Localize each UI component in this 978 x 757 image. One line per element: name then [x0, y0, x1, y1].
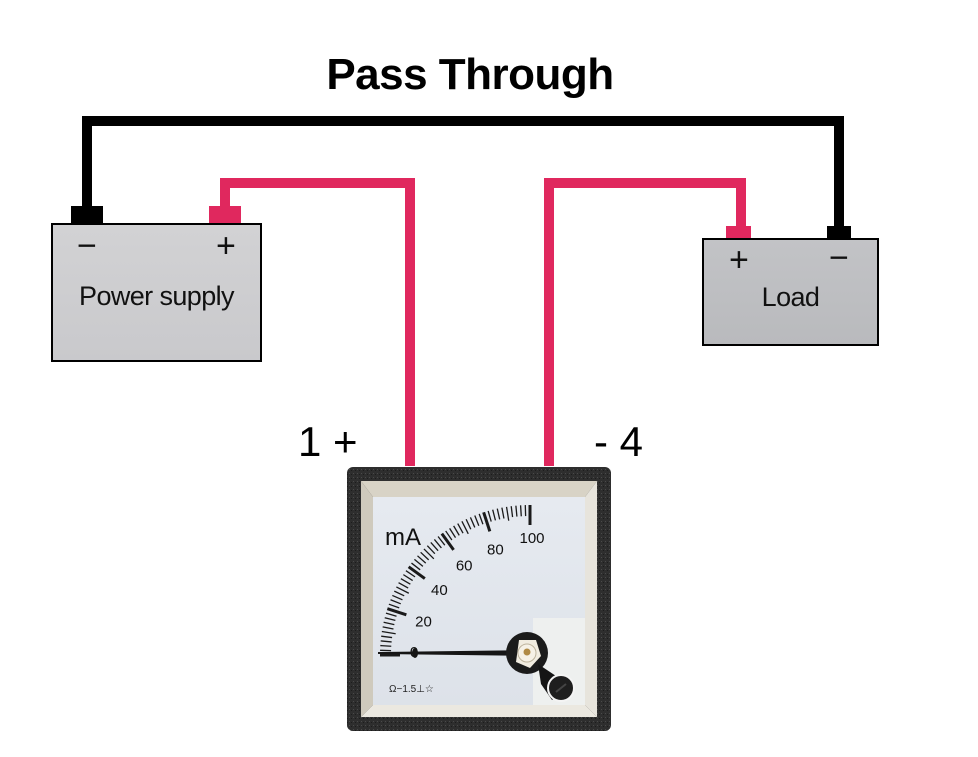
scale-minor-tick [496, 508, 501, 520]
power-supply-negative-terminal [71, 206, 103, 224]
scale-minor-tick [405, 570, 416, 578]
scale-minor-tick [398, 582, 409, 589]
scale-label-100: 100 [519, 530, 544, 547]
scale-minor-tick [393, 590, 405, 597]
scale-minor-tick [449, 528, 457, 538]
scale-minor-tick [505, 506, 510, 521]
load-negative-sign: − [829, 239, 849, 277]
diagram-title: Pass Through [326, 50, 614, 99]
scale-minor-tick [381, 630, 396, 635]
scale-label-60: 60 [456, 557, 473, 574]
scale-minor-tick [392, 594, 403, 601]
meter-frame-right [585, 481, 597, 717]
load-positive-terminal [726, 226, 751, 239]
load-positive-sign: + [729, 241, 749, 279]
scale-minor-tick [385, 612, 397, 617]
scale-minor-tick [388, 603, 400, 609]
scale-label-40: 40 [431, 582, 448, 599]
scale-minor-tick [478, 513, 484, 525]
scale-minor-tick [380, 640, 392, 643]
scale-minor-tick [457, 523, 464, 534]
scale-minor-tick [445, 530, 453, 541]
scale-major-tick [386, 607, 407, 617]
scale-minor-tick [492, 509, 497, 521]
scale-minor-tick [469, 517, 476, 528]
scale-major-tick [440, 532, 455, 551]
power-supply-positive-sign: + [216, 227, 236, 265]
scale-minor-tick [474, 515, 480, 527]
load: + − Load [702, 238, 879, 346]
scale-minor-tick [382, 626, 394, 630]
scale-minor-tick [403, 574, 413, 582]
scale-minor-tick [384, 617, 396, 622]
scale-minor-tick [383, 621, 395, 626]
scale-minor-tick [433, 539, 442, 549]
scale-minor-tick [519, 505, 522, 517]
load-label: Load [761, 282, 820, 312]
scale-minor-tick [437, 536, 446, 546]
scale-minor-tick [423, 548, 435, 560]
meter-needle [378, 648, 538, 658]
scale-major-tick [482, 511, 492, 532]
scale-minor-tick [487, 510, 492, 522]
scale-major-tick [407, 565, 426, 580]
scale-minor-tick [515, 505, 518, 517]
scale-minor-tick [381, 635, 393, 639]
power-supply-label: Power supply [79, 281, 234, 311]
scale-minor-tick [400, 578, 411, 585]
scale-minor-tick [510, 506, 514, 518]
positive-wire-meter-to-load [544, 178, 746, 466]
scale-minor-tick [453, 525, 460, 536]
scale-minor-tick [414, 558, 424, 567]
scale-minor-tick [417, 555, 427, 564]
needle-pointer [378, 650, 538, 656]
needle-counterweight [412, 648, 418, 658]
scale-minor-tick [390, 599, 402, 605]
load-negative-terminal [827, 226, 851, 239]
scale-minor-tick [426, 545, 436, 555]
scale-minor-tick [380, 644, 392, 647]
negative-wire [82, 116, 844, 228]
meter-unit-label: mA [385, 524, 421, 551]
meter-spec-marking: Ω−1.5⊥☆ [389, 684, 434, 695]
scale-minor-tick [461, 521, 469, 535]
scale-minor-tick [501, 507, 505, 519]
scale-minor-tick [411, 562, 421, 571]
power-supply: − + Power supply [51, 223, 262, 362]
meter-terminal-4-label: - 4 [594, 418, 644, 465]
scale-minor-tick [430, 542, 439, 552]
meter-scale: 020406080100 [380, 505, 545, 661]
scale-minor-tick [465, 518, 472, 530]
positive-wire-supply-to-meter [220, 178, 415, 466]
power-supply-positive-terminal [209, 206, 241, 224]
meter-terminal-1-label: 1 + [298, 418, 358, 465]
scale-label-80: 80 [487, 541, 504, 558]
meter-frame-bottom [361, 705, 597, 717]
meter-frame-left [361, 481, 373, 717]
scale-minor-tick [420, 551, 430, 561]
meter-frame-top [361, 481, 597, 497]
scale-minor-tick [396, 586, 410, 594]
power-supply-negative-sign: − [77, 227, 97, 265]
meter-pivot-assembly [506, 632, 575, 702]
scale-label-20: 20 [415, 613, 432, 630]
